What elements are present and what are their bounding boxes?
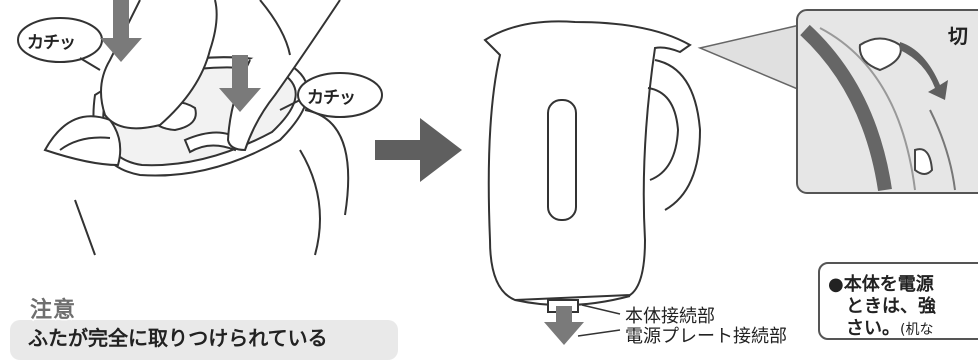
note-line-3: さい。(机な	[846, 314, 933, 340]
off-label: 切	[948, 24, 968, 48]
note-line-2: ときは、強	[846, 296, 936, 317]
step-arrow	[375, 118, 462, 182]
note-line-1: ●本体を電源	[828, 274, 934, 295]
body-connector-label: 本体接続部	[625, 306, 715, 327]
click-label-left: カチッ	[27, 33, 76, 53]
caution-text: ふたが完全に取りつけられている	[28, 326, 328, 350]
zoom-box	[796, 9, 978, 194]
note-line-3-paren: (机な	[900, 322, 934, 338]
kettle-illustration	[483, 20, 702, 313]
zoom-pointer	[697, 24, 801, 92]
note-box	[818, 262, 978, 340]
leader-lines	[577, 304, 621, 337]
click-label-right: カチッ	[307, 88, 356, 108]
lid-illustration	[17, 0, 383, 256]
plate-connector-label: 電源プレート接続部	[625, 326, 787, 347]
note-line-3-text: さい。	[846, 318, 900, 339]
caution-title: 注意	[28, 297, 77, 325]
press-arrows	[100, 0, 261, 112]
diagram-art	[17, 0, 978, 345]
connect-arrow	[544, 306, 584, 345]
